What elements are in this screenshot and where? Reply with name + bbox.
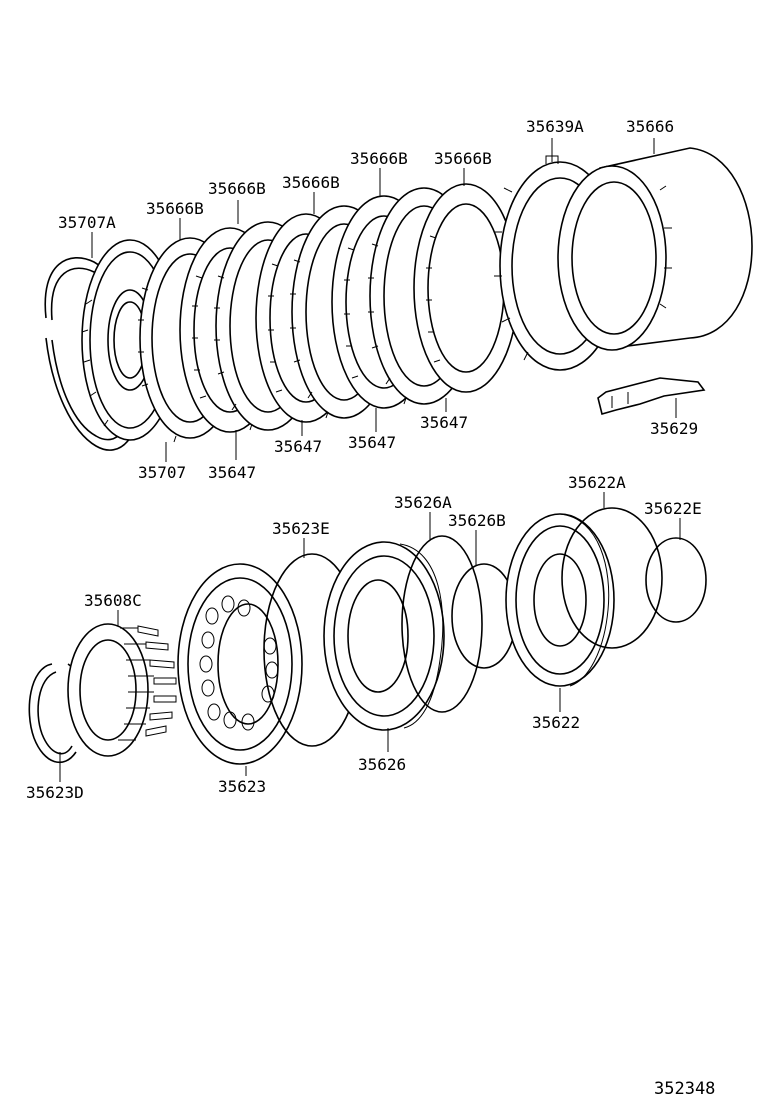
label-35622a: 35622A: [568, 473, 626, 492]
label-35647-3: 35647: [348, 433, 396, 452]
label-35666: 35666: [626, 117, 674, 136]
label-35626b: 35626B: [448, 511, 506, 530]
label-35623e: 35623E: [272, 519, 330, 538]
piston-35623: [177, 563, 303, 765]
label-35626: 35626: [358, 755, 406, 774]
label-35707: 35707: [138, 463, 186, 482]
label-35639a: 35639A: [526, 117, 584, 136]
label-35647-2: 35647: [274, 437, 322, 456]
label-35608c: 35608C: [84, 591, 142, 610]
seal-ring-35622e: [645, 537, 707, 623]
label-35666b-2: 35666B: [208, 179, 266, 198]
piston-35622: [505, 513, 615, 687]
label-35666b-1: 35666B: [146, 199, 204, 218]
label-35647-4: 35647: [420, 413, 468, 432]
label-35626a: 35626A: [394, 493, 452, 512]
leader-lines: [59, 138, 681, 782]
label-35666b-5: 35666B: [434, 149, 492, 168]
label-35707a: 35707A: [58, 213, 116, 232]
seal-ring-35626a: [401, 535, 483, 713]
label-35622e: 35622E: [644, 499, 702, 518]
clutch-drum-35666: [557, 147, 753, 351]
label-35666b-4: 35666B: [350, 149, 408, 168]
label-35623d: 35623D: [26, 783, 84, 802]
label-35647-1: 35647: [208, 463, 256, 482]
piston-housing-35626: [323, 541, 445, 731]
label-35622: 35622: [532, 713, 580, 732]
spring-retainer-35608c: [67, 623, 177, 757]
label-35623: 35623: [218, 777, 266, 796]
label-35629: 35629: [650, 419, 698, 438]
bracket-35629: [597, 377, 706, 415]
seal-ring-35622a: [561, 507, 663, 649]
diagram-code: 352348: [654, 1079, 715, 1099]
part-labels: 35707A 35666B 35666B 35666B 35666B 35666…: [26, 117, 702, 802]
label-35666b-3: 35666B: [282, 173, 340, 192]
